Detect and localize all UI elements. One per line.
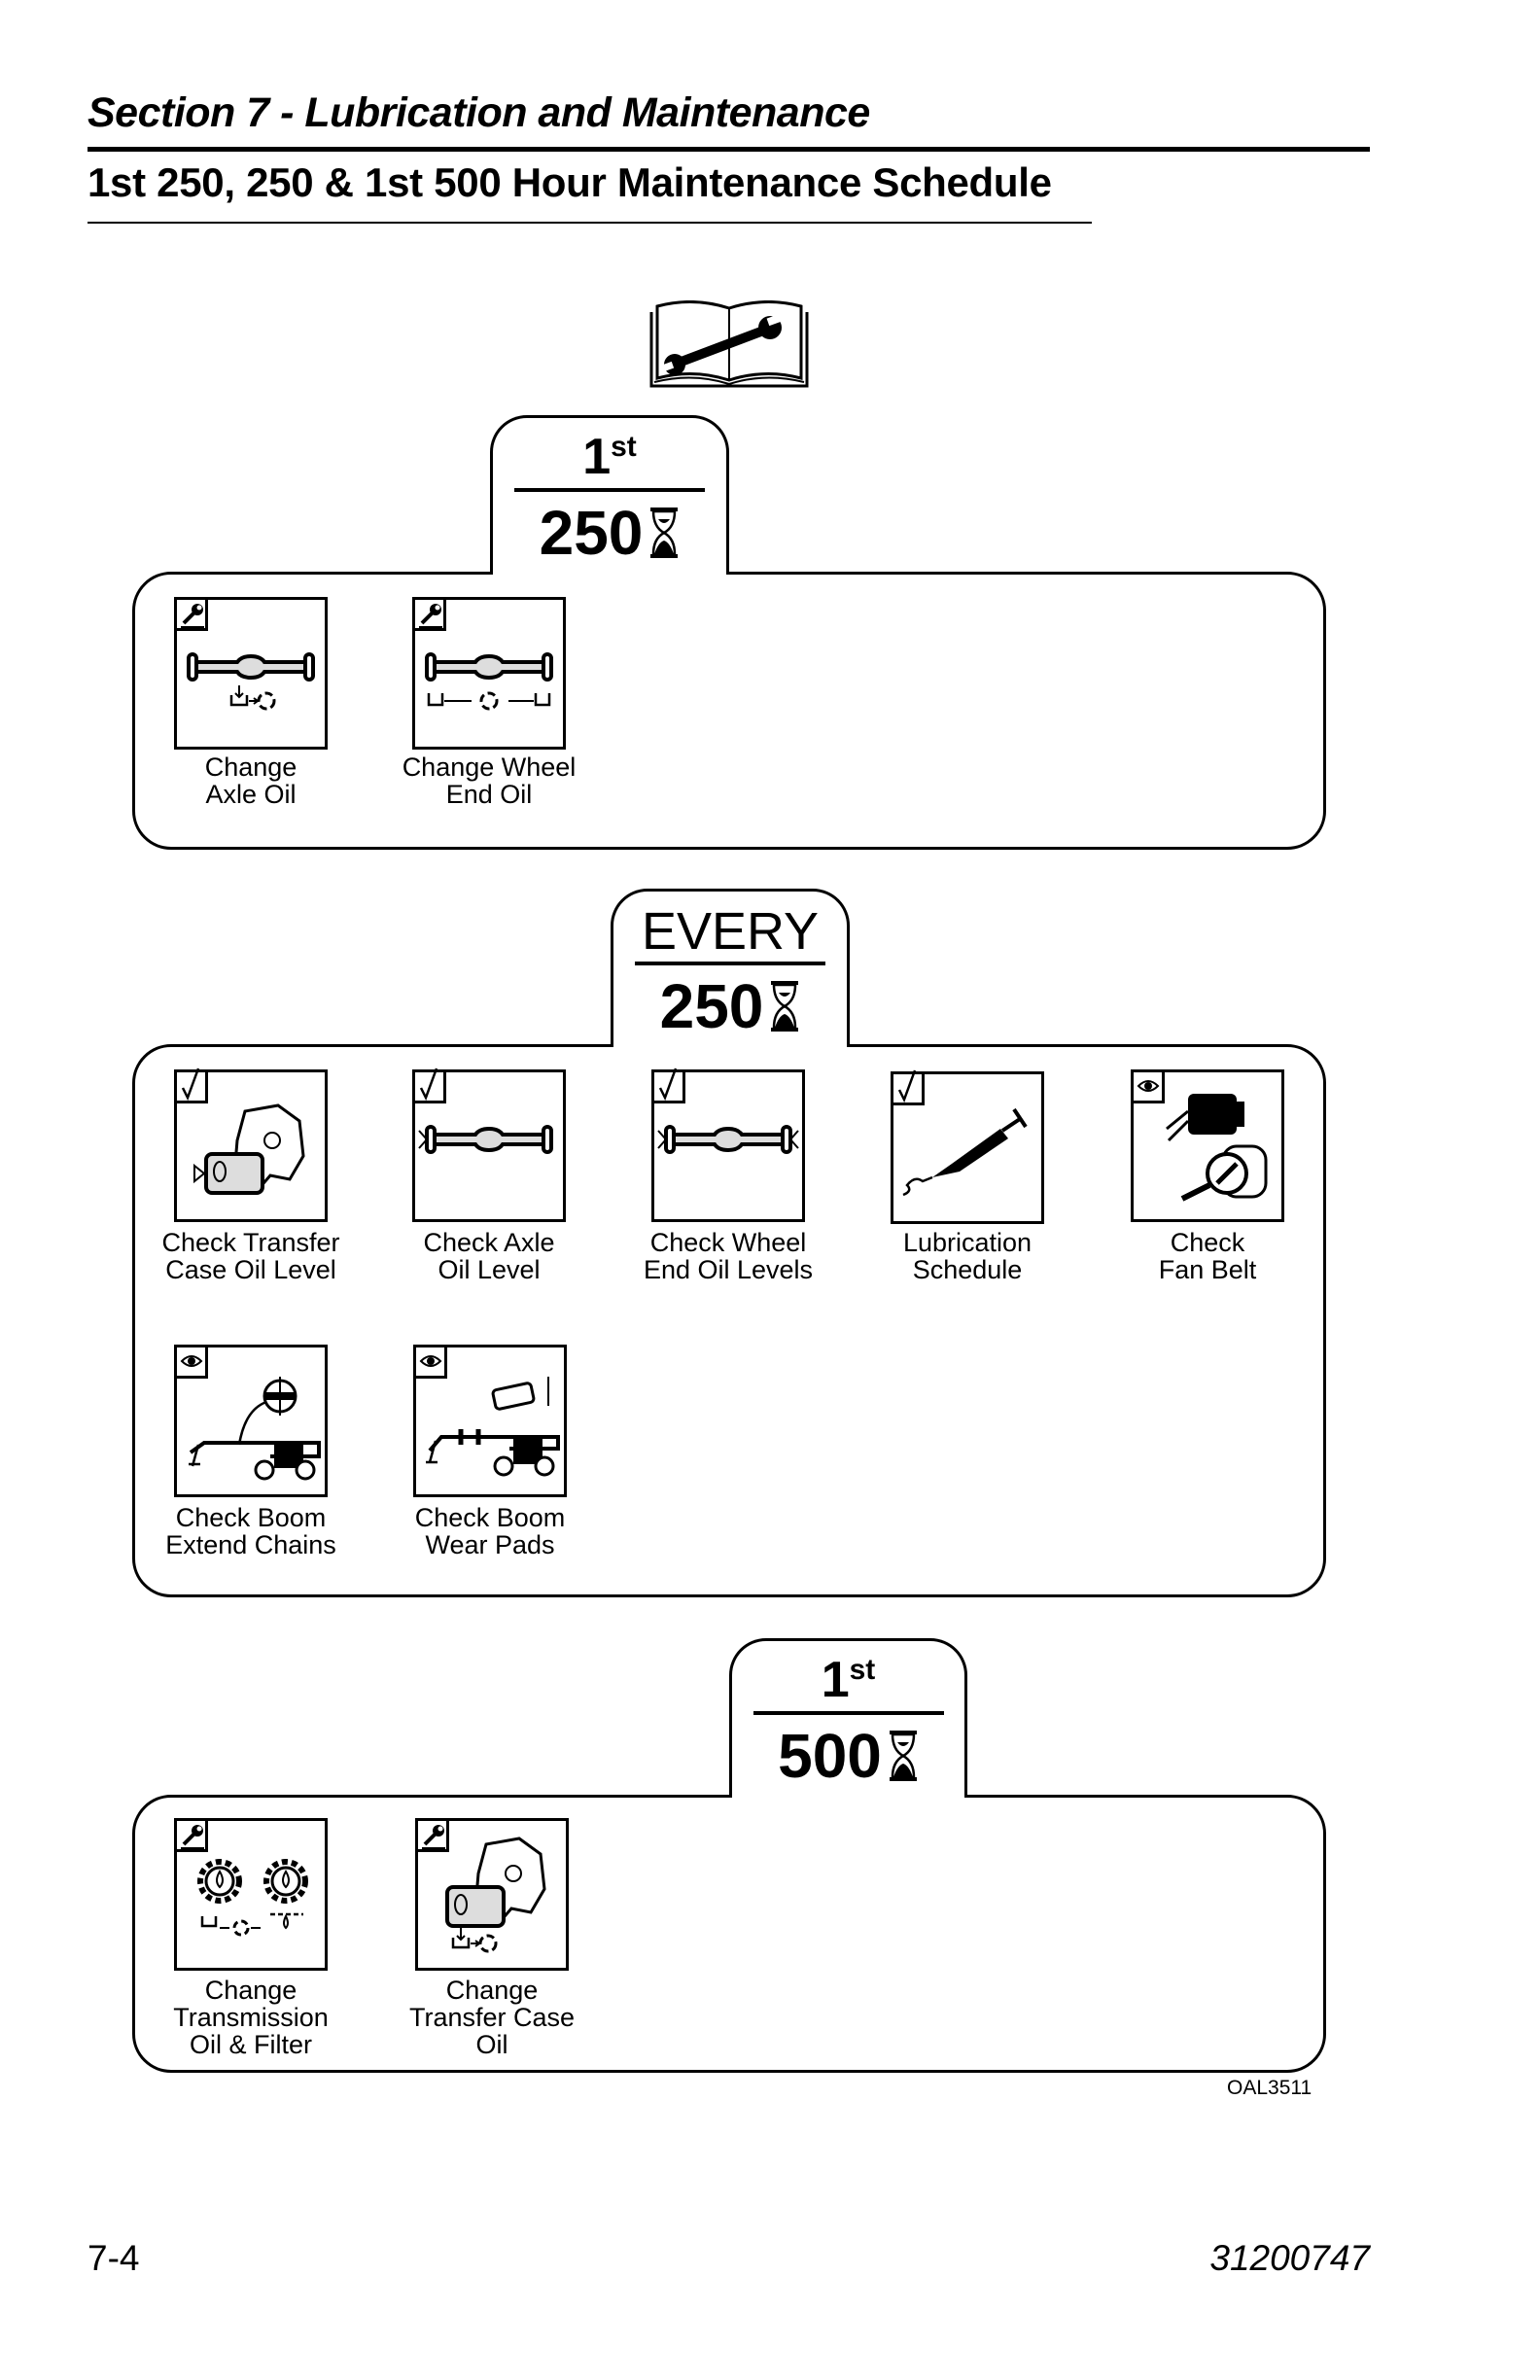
task-check-fan-belt [1131, 1069, 1284, 1222]
wheel-end-drain-icon [425, 652, 553, 711]
hourglass-icon [648, 508, 681, 558]
schedule-panel-first-250 [132, 572, 1326, 850]
task-check-boom-wear-pads [413, 1345, 567, 1497]
eye-icon [1134, 1072, 1165, 1103]
task-check-transfer-case-oil [174, 1067, 328, 1222]
page-title: 1st 250, 250 & 1st 500 Hour Maintenance … [88, 159, 1052, 205]
interval-prefix: 1 [821, 1652, 850, 1708]
task-change-axle-oil [174, 597, 328, 750]
interval-prefix: 1 [582, 429, 612, 485]
figure-code: OAL3511 [1227, 2077, 1312, 2099]
wheel-end-icon [657, 1125, 799, 1154]
check-icon [415, 1067, 446, 1103]
task-change-wheel-end-oil [412, 597, 566, 750]
tab-divider [635, 962, 825, 965]
task-check-boom-extend-chains [174, 1345, 328, 1497]
interval-tab-every-250: EVERY 250 [611, 889, 850, 1047]
task-change-transmission-oil-filter [174, 1818, 328, 1971]
interval-tab-first-250: 1st 250 [490, 415, 729, 575]
interval-hours: 250 [539, 498, 644, 568]
header-rule [88, 147, 1370, 152]
transmission-gear-drain-icon [197, 1859, 308, 1937]
book-wrench-icon [649, 300, 809, 388]
transfer-case-icon [193, 1103, 305, 1195]
boom-wear-pad-icon [426, 1377, 560, 1477]
hourglass-icon [887, 1731, 919, 1781]
eye-icon [416, 1348, 447, 1379]
wrench-icon [177, 600, 208, 631]
eye-icon [177, 1348, 208, 1379]
axle-icon [418, 1125, 553, 1154]
check-icon [893, 1068, 925, 1105]
hourglass-icon [769, 981, 801, 1032]
boom-chain-icon [189, 1377, 321, 1481]
page-number: 7-4 [88, 2238, 140, 2278]
task-check-wheel-end-oil [651, 1067, 805, 1222]
section-title: Section 7 - Lubrication and Maintenance [88, 89, 870, 136]
interval-hours: 500 [778, 1721, 882, 1791]
title-rule [88, 222, 1092, 224]
interval-tab-first-500: 1st 500 [729, 1638, 967, 1798]
task-check-axle-oil [412, 1067, 566, 1222]
interval-prefix: EVERY [641, 902, 820, 961]
interval-prefix-sup: st [849, 1654, 876, 1686]
document-number: 31200747 [1209, 2238, 1370, 2278]
fan-belt-icon [1166, 1094, 1268, 1202]
wrench-icon [177, 1821, 208, 1852]
grease-gun-icon [902, 1107, 1028, 1197]
tab-divider [752, 1711, 944, 1715]
task-change-transfer-case-oil [415, 1818, 569, 1971]
interval-hours: 250 [659, 971, 764, 1041]
check-icon [654, 1067, 685, 1103]
interval-prefix-sup: st [611, 431, 637, 463]
schedule-panel-first-500 [132, 1795, 1326, 2073]
wrench-icon [418, 1821, 449, 1852]
check-icon [177, 1067, 208, 1103]
wrench-icon [415, 600, 446, 631]
tab-divider [514, 488, 705, 492]
task-lubrication-schedule [891, 1068, 1044, 1224]
